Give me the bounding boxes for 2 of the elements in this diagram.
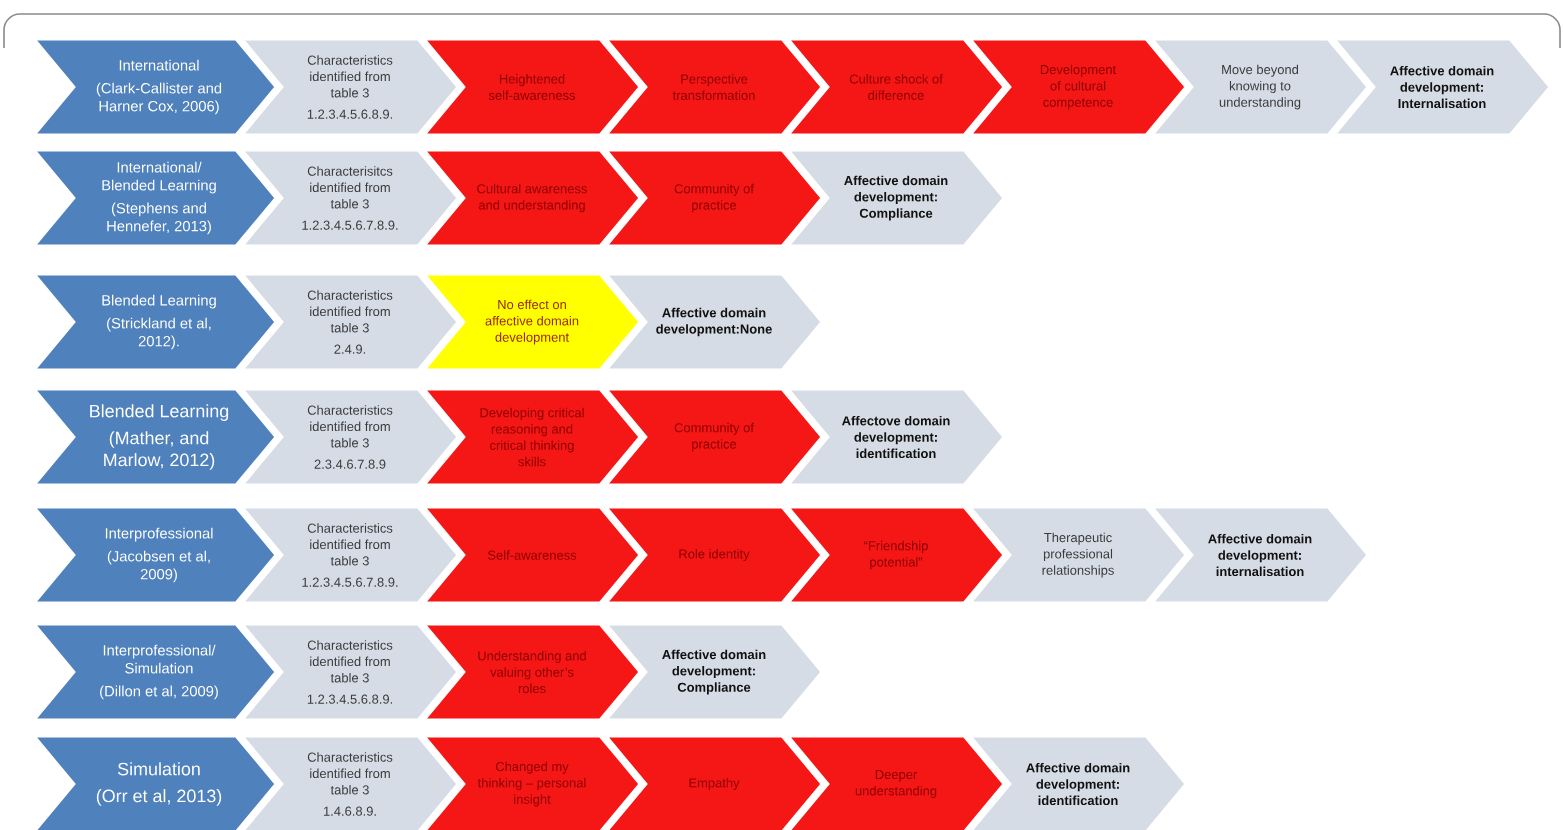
process-step: Simulation (Orr et al, 2013)	[31, 734, 278, 830]
process-step: Blended Learning (Mather, and Marlow, 2012)	[31, 387, 278, 487]
